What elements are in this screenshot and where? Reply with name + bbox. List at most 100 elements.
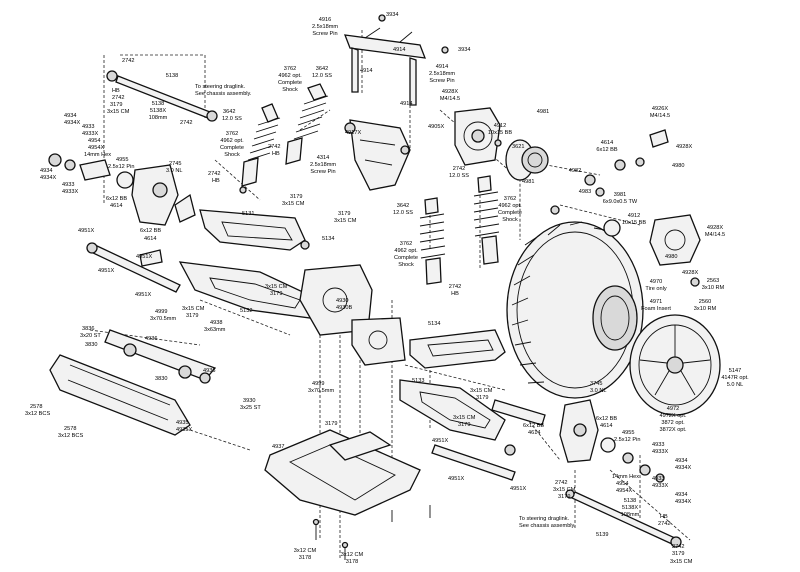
shock-top-right <box>285 83 329 165</box>
label-4930b: 4930B <box>336 305 352 311</box>
label-2745: 2745 <box>169 161 181 167</box>
label-6x9-tw: 6x9.0x0.5 TW <box>603 199 638 205</box>
shock-mid <box>419 197 446 285</box>
label-5131: 5131 <box>242 211 254 217</box>
label-4147r: 4147R opt. <box>721 375 749 381</box>
label-3178-a: 3178 <box>299 555 311 561</box>
label-5138x-b: 5138X <box>622 505 638 511</box>
label-3x20st: 3x20 ST <box>80 333 101 339</box>
label-4914-pin-screw: Screw Pin <box>429 78 454 84</box>
label-3934-b: 3934 <box>458 47 470 53</box>
label-3762-l-4: Shock <box>224 152 240 158</box>
label-2742-top: 2742 <box>122 58 134 64</box>
label-2560: 2560 <box>699 299 711 305</box>
label-4982: 4982 <box>569 168 581 174</box>
label-3179-a: 3179 <box>110 102 122 108</box>
steering-link-bottom <box>565 489 682 548</box>
part-labels: 3934 4916 2.5x18mm Screw Pin 4914 3934 4… <box>25 12 749 565</box>
front-left-knuckle <box>48 153 196 226</box>
label-4934x-b: 4934X <box>675 465 691 471</box>
label-3762-tl-4: Shock <box>282 87 298 93</box>
label-foam-insert: Foam Insert <box>641 306 671 312</box>
label-12ss-c: 12.0 SS <box>393 210 413 216</box>
label-3179-m: 3179 <box>270 291 282 297</box>
label-4916-screw: Screw Pin <box>312 31 337 37</box>
label-3x15cm-mid: 3x15 CM <box>282 201 305 207</box>
label-2742-hb-r: 2742 <box>449 284 461 290</box>
label-4934x-top: 4934X <box>64 120 80 126</box>
label-4314-pin: Screw Pin <box>310 169 335 175</box>
label-5133: 5133 <box>412 378 424 384</box>
label-4981-b: 4981 <box>522 179 534 185</box>
label-4938: 4938 <box>210 320 222 326</box>
label-4614-rr2: 4614 <box>600 423 612 429</box>
shock-top-left <box>239 103 281 194</box>
label-4614-r: 4614 <box>601 140 613 146</box>
label-2.5x12-pin-b: 2.5x12 Pin <box>614 437 640 443</box>
label-12ss-l: 12.0 SS <box>222 116 242 122</box>
label-4935: 4935 <box>176 420 188 426</box>
label-3x15cm-b: 3x15 CM <box>553 487 576 493</box>
front-bumper <box>49 329 217 436</box>
label-2742-hb-mid: 2742 <box>268 144 280 150</box>
label-4314-size: 2.5x18mm <box>310 162 336 168</box>
label-3642-tr: 3642 <box>316 66 328 72</box>
label-3762-l-1: 3762 <box>226 131 238 137</box>
label-steer-drag-1: To steering draglink. <box>195 84 246 90</box>
label-3930: 3930 <box>243 398 255 404</box>
label-3179-mid: 3179 <box>290 194 302 200</box>
label-4928x-r2: 4928X <box>707 225 723 231</box>
label-4933x-top: 4933X <box>82 131 98 137</box>
label-3x15cm-m: 3x15 CM <box>265 284 288 290</box>
rear-upper-arm <box>409 329 506 369</box>
label-2742-r: 2742 <box>453 166 465 172</box>
label-4951x-e: 4951X <box>432 438 448 444</box>
label-6x12bb-rr2: 6x12 BB <box>596 416 617 422</box>
label-4955-b: 4955 <box>622 430 634 436</box>
label-4934-top: 4934 <box>64 113 76 119</box>
label-3.0nl-b: 3.0 NL <box>590 388 606 394</box>
label-4916: 4916 <box>319 17 331 23</box>
bottom-screws <box>312 505 431 560</box>
label-4934-b: 4934 <box>675 458 687 464</box>
label-4980-b: 4980 <box>665 254 677 260</box>
label-4928x-r: 4928X <box>676 144 692 150</box>
left-driveshaft <box>86 242 181 293</box>
label-4951x-f: 4951X <box>448 476 464 482</box>
label-4951x-g: 4951X <box>510 486 526 492</box>
label-3179-l: 3179 <box>186 313 198 319</box>
label-3934-top: 3934 <box>386 12 398 18</box>
label-3745: 3745 <box>590 381 602 387</box>
label-4914-pin: 4914 <box>436 64 448 70</box>
label-3x70-b: 3x70.5mm <box>150 316 176 322</box>
label-4954: 4954 <box>88 138 100 144</box>
label-6x12bb-r: 6x12 BB <box>596 147 617 153</box>
label-m4-b: M4/14.5 <box>650 113 670 119</box>
label-3x12bcs-b: 3x12 BCS <box>58 433 83 439</box>
label-3762-tl-3: Complete <box>278 80 302 86</box>
label-3x15cm-a: 3x15 CM <box>107 109 130 115</box>
label-4933-l: 4933 <box>62 182 74 188</box>
label-3830-b: 3830 <box>155 376 167 382</box>
label-4972x: 4972X opt. <box>659 413 687 419</box>
label-m4-top: M4/14.5 <box>440 96 460 102</box>
label-6x12bb: 6x12 BB <box>106 196 127 202</box>
label-steer-drag-b2: See chassis assembly. <box>519 523 576 529</box>
label-2742-a: 2742 <box>180 120 192 126</box>
label-3762-r-4: Shock <box>502 217 518 223</box>
label-4999: 4999 <box>155 309 167 315</box>
label-4951x-b: 4951X <box>136 254 152 260</box>
label-3642-c: 3642 <box>397 203 409 209</box>
label-4914-b: 4914 <box>360 68 372 74</box>
label-4926x: 4926X <box>652 106 668 112</box>
label-3179-c: 3179 <box>325 421 337 427</box>
label-4935x: 4935X <box>176 427 192 433</box>
label-3x10rm: 3x10 RM <box>702 285 725 291</box>
label-4912-r: 4912 <box>628 213 640 219</box>
label-4981-a: 4981 <box>537 109 549 115</box>
label-4999-b: 4999 <box>312 381 324 387</box>
rear-lower-arm <box>399 379 506 441</box>
label-14mm-hex: 14mm Hex <box>84 152 111 158</box>
label-5134: 5134 <box>322 236 334 242</box>
